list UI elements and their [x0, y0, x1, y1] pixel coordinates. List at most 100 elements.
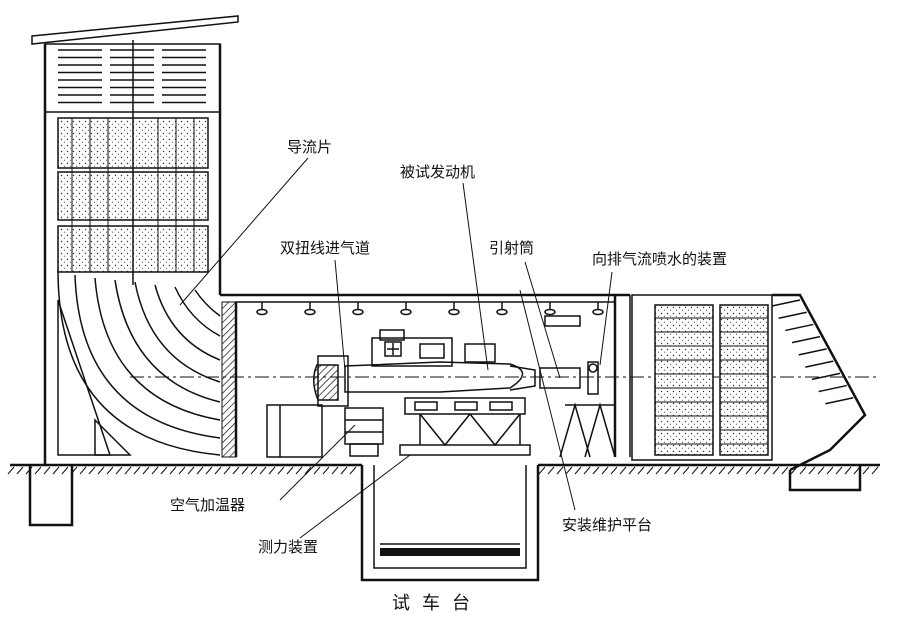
ground-hatch [7, 466, 15, 475]
ground-hatch [709, 466, 717, 475]
ground-hatch [97, 466, 105, 475]
ground-hatch [232, 466, 240, 475]
ground-hatch [160, 466, 168, 475]
exhaust-stack [631, 293, 867, 492]
deflector-slat [778, 311, 807, 319]
ground-hatch [124, 466, 132, 475]
ground-hatch [70, 466, 78, 475]
ground-hatch [178, 466, 186, 475]
ground-hatch [628, 466, 636, 475]
deflector-slat [811, 372, 841, 381]
spray-nozzle-head [400, 308, 412, 316]
label-double-twist-inlet: 双扭线进气道 [280, 239, 370, 257]
label-dynamometer: 测力装置 [258, 538, 318, 556]
intake-tower [28, 15, 239, 527]
ground-hatch [268, 466, 276, 475]
label-exhaust-water-spray: 向排气流喷水的装置 [592, 250, 727, 268]
ground-hatch [808, 466, 816, 475]
ground-hatch [799, 466, 807, 475]
ground-hatch [25, 466, 33, 475]
ground-hatch [205, 466, 213, 475]
ground-hatch [187, 466, 195, 475]
deflector-slat [771, 299, 801, 307]
ground-hatch [592, 466, 600, 475]
spray-nozzle-head [304, 308, 316, 316]
spray-nozzle-head [592, 308, 604, 316]
intake-louvers [58, 49, 206, 104]
deflector-slat [798, 348, 827, 356]
ground-hatch [718, 466, 726, 475]
deflector-slat [818, 384, 847, 393]
ground-hatch [115, 466, 123, 475]
ground-hatch [691, 466, 699, 475]
spray-nozzle-head [448, 308, 460, 316]
ground-hatch [52, 466, 60, 475]
ground-hatch [547, 466, 555, 475]
ground-hatch [259, 466, 267, 475]
label-engine-under-test: 被试发动机 [400, 163, 475, 181]
deflector-slat [791, 335, 821, 344]
ground-hatch [619, 466, 627, 475]
ground-hatch [817, 466, 825, 475]
ground-hatch [142, 466, 150, 475]
ground-hatch [565, 466, 573, 475]
ground-hatch [241, 466, 249, 475]
ground-hatch [763, 466, 771, 475]
spray-nozzle-head [544, 308, 556, 316]
ground-hatch [574, 466, 582, 475]
ceiling-spray-nozzles [256, 302, 604, 316]
deflector-slat [805, 360, 834, 368]
ground-hatch [88, 466, 96, 475]
ground-hatch [610, 466, 618, 475]
ground-hatch [61, 466, 69, 475]
ground-hatch [538, 466, 546, 475]
test-cell-building [220, 293, 631, 458]
label-ejector-tube: 引射筒 [489, 239, 534, 257]
ground-hatch [322, 466, 330, 475]
deflector-slat [785, 323, 814, 332]
ground-hatch [133, 466, 141, 475]
ground-hatch [556, 466, 564, 475]
ground-hatch [331, 466, 339, 475]
ground-hatch [727, 466, 735, 475]
ground-hatch [754, 466, 762, 475]
ground-hatch [826, 466, 834, 475]
label-guide-vanes: 导流片 [287, 138, 332, 156]
label-air-heater: 空气加温器 [170, 496, 245, 514]
ground-hatch [16, 466, 24, 475]
spray-nozzle-head [352, 308, 364, 316]
ground-hatch [223, 466, 231, 475]
ground-hatch [853, 466, 861, 475]
ground-hatch [835, 466, 843, 475]
ground-hatch [304, 466, 312, 475]
ground-hatch [646, 466, 654, 475]
ground-hatch [844, 466, 852, 475]
ground-hatch [673, 466, 681, 475]
ground-hatch [736, 466, 744, 475]
spray-nozzle-head [496, 308, 508, 316]
ground-hatch [745, 466, 753, 475]
ground-hatch [655, 466, 663, 475]
spray-nozzle-head [256, 308, 268, 316]
ground-hatch [169, 466, 177, 475]
ground-hatch [250, 466, 258, 475]
ground-hatch [34, 466, 42, 475]
ground-hatch [277, 466, 285, 475]
ground-hatch [295, 466, 303, 475]
ground-hatch [871, 466, 879, 475]
leader-lines [179, 157, 613, 539]
ground-hatch [43, 466, 51, 475]
ground-and-pit [7, 463, 880, 582]
ground-hatch [79, 466, 87, 475]
ground-hatch [772, 466, 780, 475]
figure-caption: 试车台 [392, 593, 482, 614]
ground-hatch [106, 466, 114, 475]
ground-hatch [583, 466, 591, 475]
ground-hatch [862, 466, 870, 475]
engine-assembly [313, 315, 616, 458]
ground-hatch [313, 466, 321, 475]
ground-hatch [196, 466, 204, 475]
ground-hatch [781, 466, 789, 475]
label-maintenance-platform: 安装维护平台 [562, 516, 652, 534]
